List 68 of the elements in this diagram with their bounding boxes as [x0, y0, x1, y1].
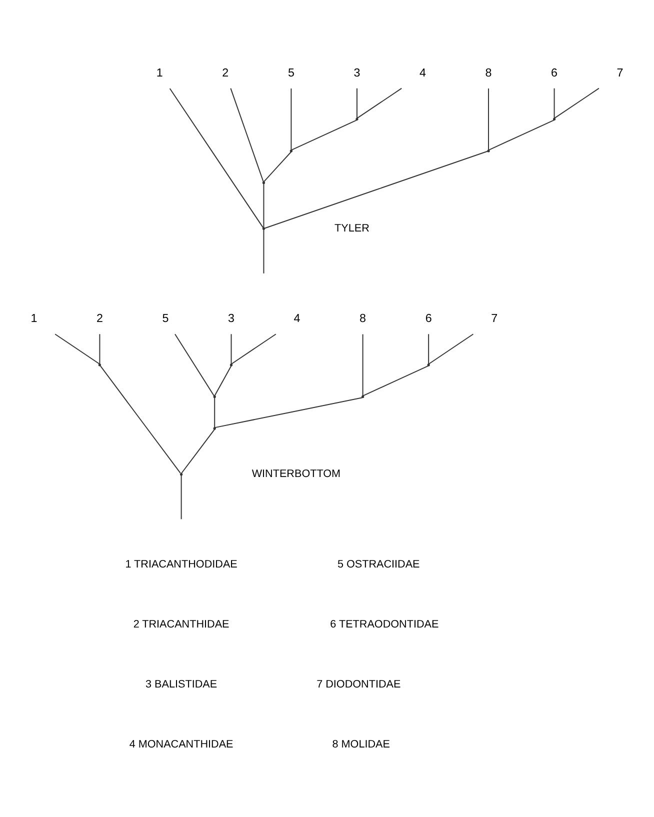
node-text: 2: [222, 66, 229, 79]
node-text: 3: [228, 312, 234, 325]
label: 4 MONACANTHIDAE: [129, 738, 234, 750]
connector: [290, 119, 358, 150]
connector: [488, 119, 555, 150]
connector: [100, 365, 181, 474]
connector: [290, 87, 292, 150]
connector: [230, 333, 232, 364]
node-point: [230, 363, 233, 366]
connector: [214, 396, 216, 428]
node-text: 3: [354, 66, 360, 79]
node-text: 4: [294, 312, 300, 325]
node-text: 2: [96, 312, 103, 325]
connector: [554, 87, 555, 118]
connector: [214, 396, 363, 428]
connector: [263, 228, 264, 274]
connector: [99, 333, 100, 364]
connector: [488, 87, 490, 150]
node-point: [262, 180, 266, 184]
connector: [264, 150, 488, 228]
node-text: 4: [420, 66, 426, 79]
connector: [174, 333, 215, 396]
node-point: [290, 149, 293, 152]
node-text: 1: [156, 66, 163, 79]
connector: [428, 333, 430, 364]
node-point: [213, 426, 216, 430]
node-text: 8: [485, 66, 492, 79]
connector: [180, 428, 216, 474]
node-point: [262, 226, 266, 230]
connector: [169, 88, 264, 228]
connector: [263, 150, 292, 182]
connector: [230, 87, 264, 182]
node-point: [552, 117, 556, 120]
node-point: [356, 117, 358, 120]
label: 3 BALISTIDAE: [146, 678, 218, 690]
node-point: [98, 363, 102, 366]
node-text: 7: [491, 312, 498, 325]
label: TYLER: [334, 222, 370, 234]
node-text: 1: [30, 312, 38, 325]
node-point: [213, 394, 216, 398]
connector: [230, 333, 276, 364]
node-text: 5: [288, 66, 294, 79]
label: 1 TRIACANTHODIDAE: [125, 558, 238, 570]
label: 7 DIODONTIDAE: [316, 678, 401, 690]
connector: [428, 333, 474, 364]
label: WINTERBOTTOM: [252, 468, 341, 480]
node-point: [180, 472, 183, 476]
node-text: 6: [425, 312, 432, 325]
connector: [362, 364, 429, 396]
node-point: [427, 363, 430, 366]
node-point: [361, 394, 364, 398]
connector: [554, 87, 600, 118]
node-text: 5: [162, 312, 169, 325]
label: 2 TRIACANTHIDAE: [133, 618, 230, 630]
connector: [180, 474, 182, 520]
connector: [362, 333, 364, 396]
label: 6 TETRAODONTIDAE: [330, 618, 439, 630]
node-text: 8: [360, 312, 366, 325]
node-text: 7: [616, 66, 624, 79]
connector: [54, 333, 100, 364]
connector: [263, 182, 264, 228]
connector: [356, 87, 358, 118]
label: 5 OSTRACIIDAE: [337, 558, 420, 570]
connector: [214, 364, 232, 396]
node-text: 6: [551, 66, 558, 79]
label: 8 MOLIDAE: [332, 738, 390, 750]
connector: [356, 87, 402, 118]
node-point: [487, 149, 490, 152]
